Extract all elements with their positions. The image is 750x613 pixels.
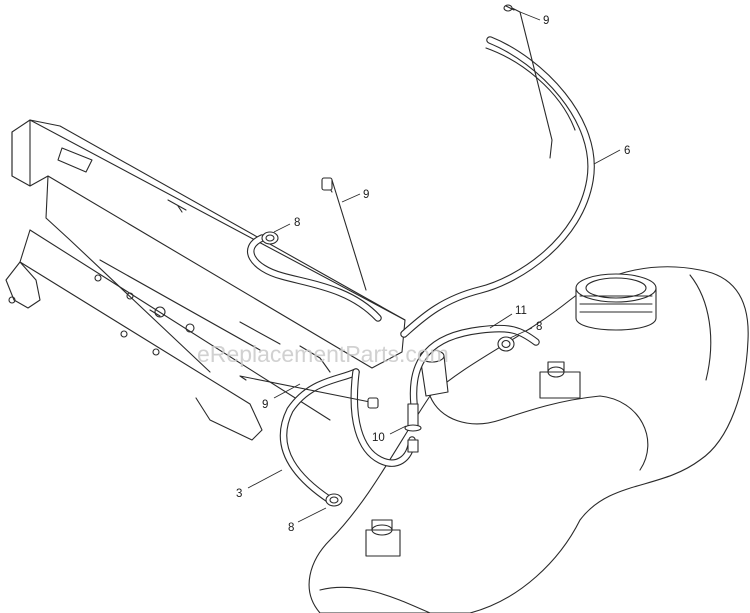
tank-fitting-right [539,361,581,399]
callout-9-mid: 9 [341,189,369,203]
callout-label: 9 [543,15,549,27]
hose-clamps [261,231,515,507]
tank-fitting-lower [365,519,401,557]
callout-6: 6 [593,145,630,165]
callout-label: 8 [536,321,542,333]
frame-rail [5,119,406,441]
watermark: eReplacementParts.com [197,341,449,367]
callout-label: 8 [294,217,300,229]
callout-8-right: 8 [509,321,542,339]
callout-10: 10 [372,425,407,444]
callout-9-left: 9 [262,383,301,411]
callout-8-upper: 8 [273,217,300,233]
callout-label: 8 [288,522,294,534]
callout-label: 11 [515,305,527,317]
callout-3: 3 [236,469,283,500]
fuel-filler-cap [575,273,657,331]
cable-ties [239,4,553,409]
callout-9-top: 9 [519,11,549,27]
callout-8-lower: 8 [288,507,327,534]
callout-label: 6 [624,145,630,157]
fuel-hoses [247,36,595,504]
callout-label: 10 [372,432,385,444]
callout-label: 9 [262,399,268,411]
barbed-fitting [404,403,422,453]
callout-label: 3 [236,488,242,500]
callout-11: 11 [489,305,527,329]
callout-label: 9 [363,189,369,201]
